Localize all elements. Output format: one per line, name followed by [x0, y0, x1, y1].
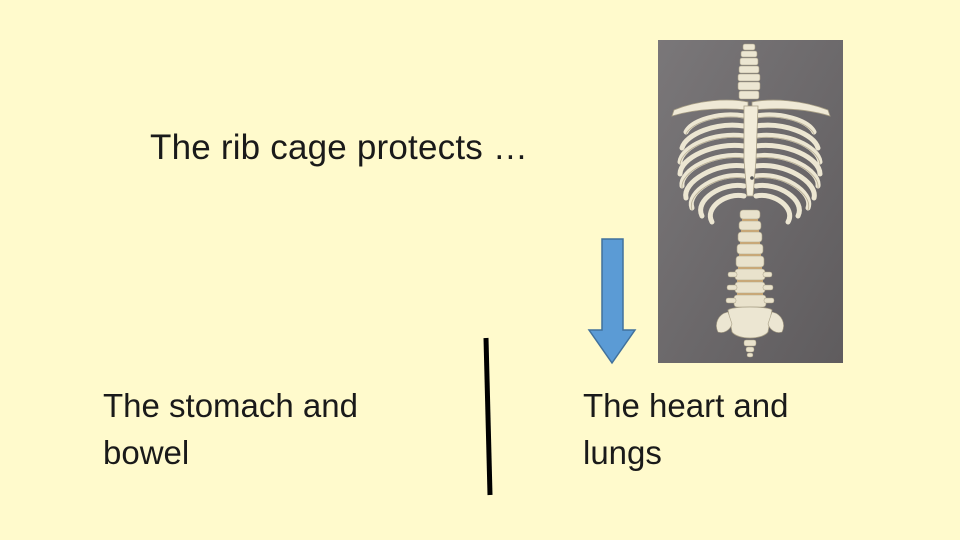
- question-text: The rib cage protects …: [150, 128, 529, 167]
- answer-right-line1: The heart and: [583, 387, 789, 424]
- down-arrow-icon: [587, 238, 637, 365]
- answer-left-line2: bowel: [103, 434, 190, 471]
- answer-right[interactable]: The heart and lungs: [583, 382, 788, 476]
- skeleton-ribcage-image: [658, 40, 843, 363]
- answer-left[interactable]: The stomach and bowel: [103, 382, 358, 476]
- answer-right-line2: lungs: [583, 434, 662, 471]
- answer-left-line1: The stomach and: [103, 387, 358, 424]
